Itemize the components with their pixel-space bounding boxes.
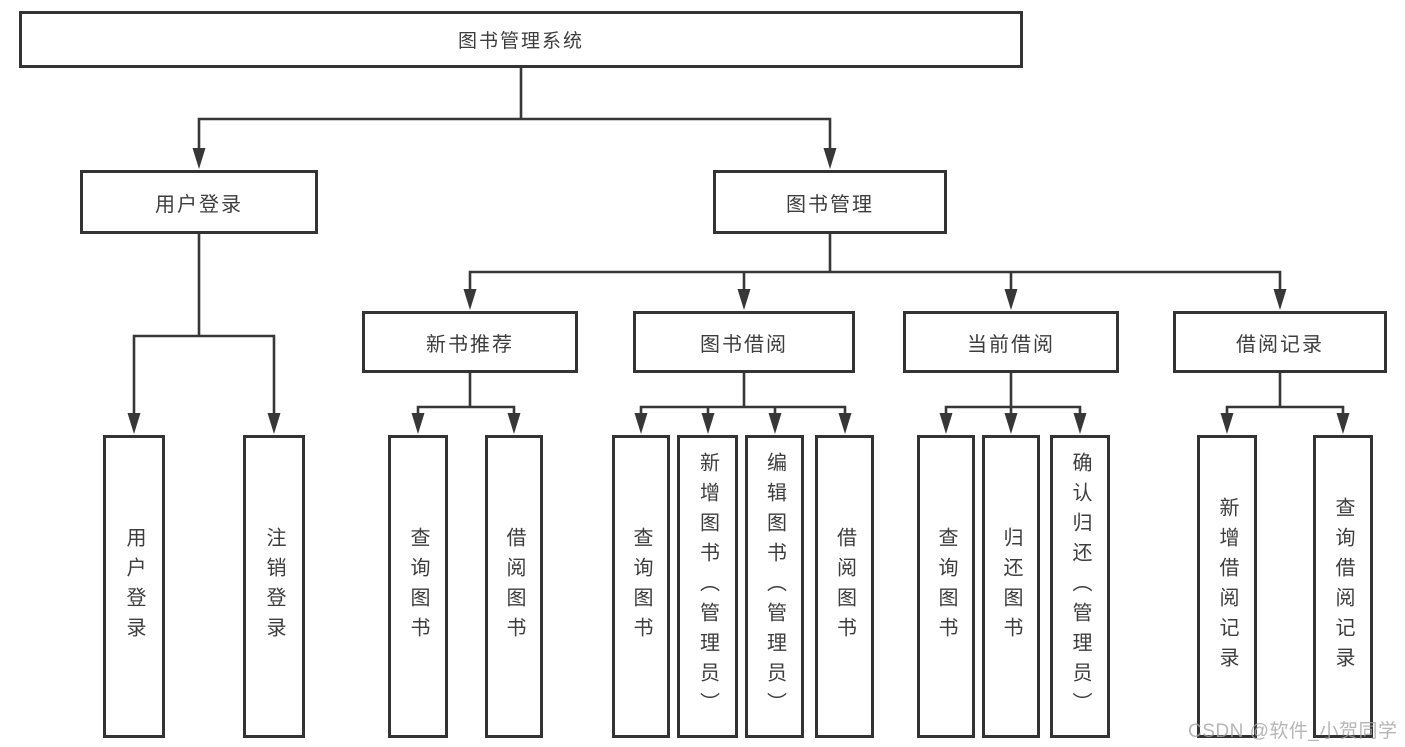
node-label: 当前借阅 [967,333,1055,356]
leaf-query-books-current: 查询图书 [917,435,975,738]
node-label: 新增图书（管理员） [696,451,719,722]
node-label: 借阅图书 [833,526,856,647]
node-label: 图书借阅 [700,333,788,356]
node-label: 查询图书 [407,526,429,647]
leaf-edit-books-admin: 编辑图书（管理员） [745,435,804,738]
node-borrowing-records: 借阅记录 [1173,311,1387,373]
leaf-confirm-return-admin: 确认归还（管理员） [1050,435,1110,738]
node-label: 用户登录 [123,526,145,647]
leaf-add-books-admin: 新增图书（管理员） [677,435,738,738]
node-new-book-recommend: 新书推荐 [362,311,578,373]
leaf-borrow-books: 借阅图书 [815,435,874,738]
node-label: 借阅记录 [1236,333,1324,356]
node-current-borrowing: 当前借阅 [903,311,1119,373]
node-label: 新增借阅记录 [1216,496,1238,677]
leaf-logout: 注销登录 [243,435,305,738]
leaf-add-borrow-record: 新增借阅记录 [1197,435,1257,738]
leaf-borrow-books-recommend: 借阅图书 [485,435,543,738]
node-label: 借阅图书 [503,526,525,647]
node-label: 编辑图书（管理员） [763,451,786,722]
leaf-query-borrow-record: 查询借阅记录 [1313,435,1373,738]
node-label: 查询图书 [630,526,652,647]
node-user-login: 用户登录 [80,170,318,234]
node-label: 查询图书 [935,526,957,647]
leaf-return-books: 归还图书 [982,435,1040,738]
node-label: 注销登录 [263,526,285,647]
node-library-management-system: 图书管理系统 [19,11,1023,68]
node-label: 图书管理系统 [457,31,584,52]
leaf-user-login: 用户登录 [103,435,165,738]
node-book-management: 图书管理 [713,170,947,234]
node-label: 查询借阅记录 [1332,496,1354,677]
connector-lines [132,68,1345,417]
leaf-query-books-recommend: 查询图书 [388,435,448,738]
arrowhead-icons [127,148,1350,434]
node-label: 归还图书 [1000,526,1022,647]
node-label: 确认归还（管理员） [1069,451,1091,722]
node-book-borrowing: 图书借阅 [633,311,855,373]
node-label: 用户登录 [155,193,243,216]
node-label: 新书推荐 [426,333,514,356]
node-label: 图书管理 [786,193,874,216]
leaf-query-books-borrow: 查询图书 [612,435,670,738]
csdn-watermark: CSDN @软件_小贺同学 [1188,721,1398,742]
